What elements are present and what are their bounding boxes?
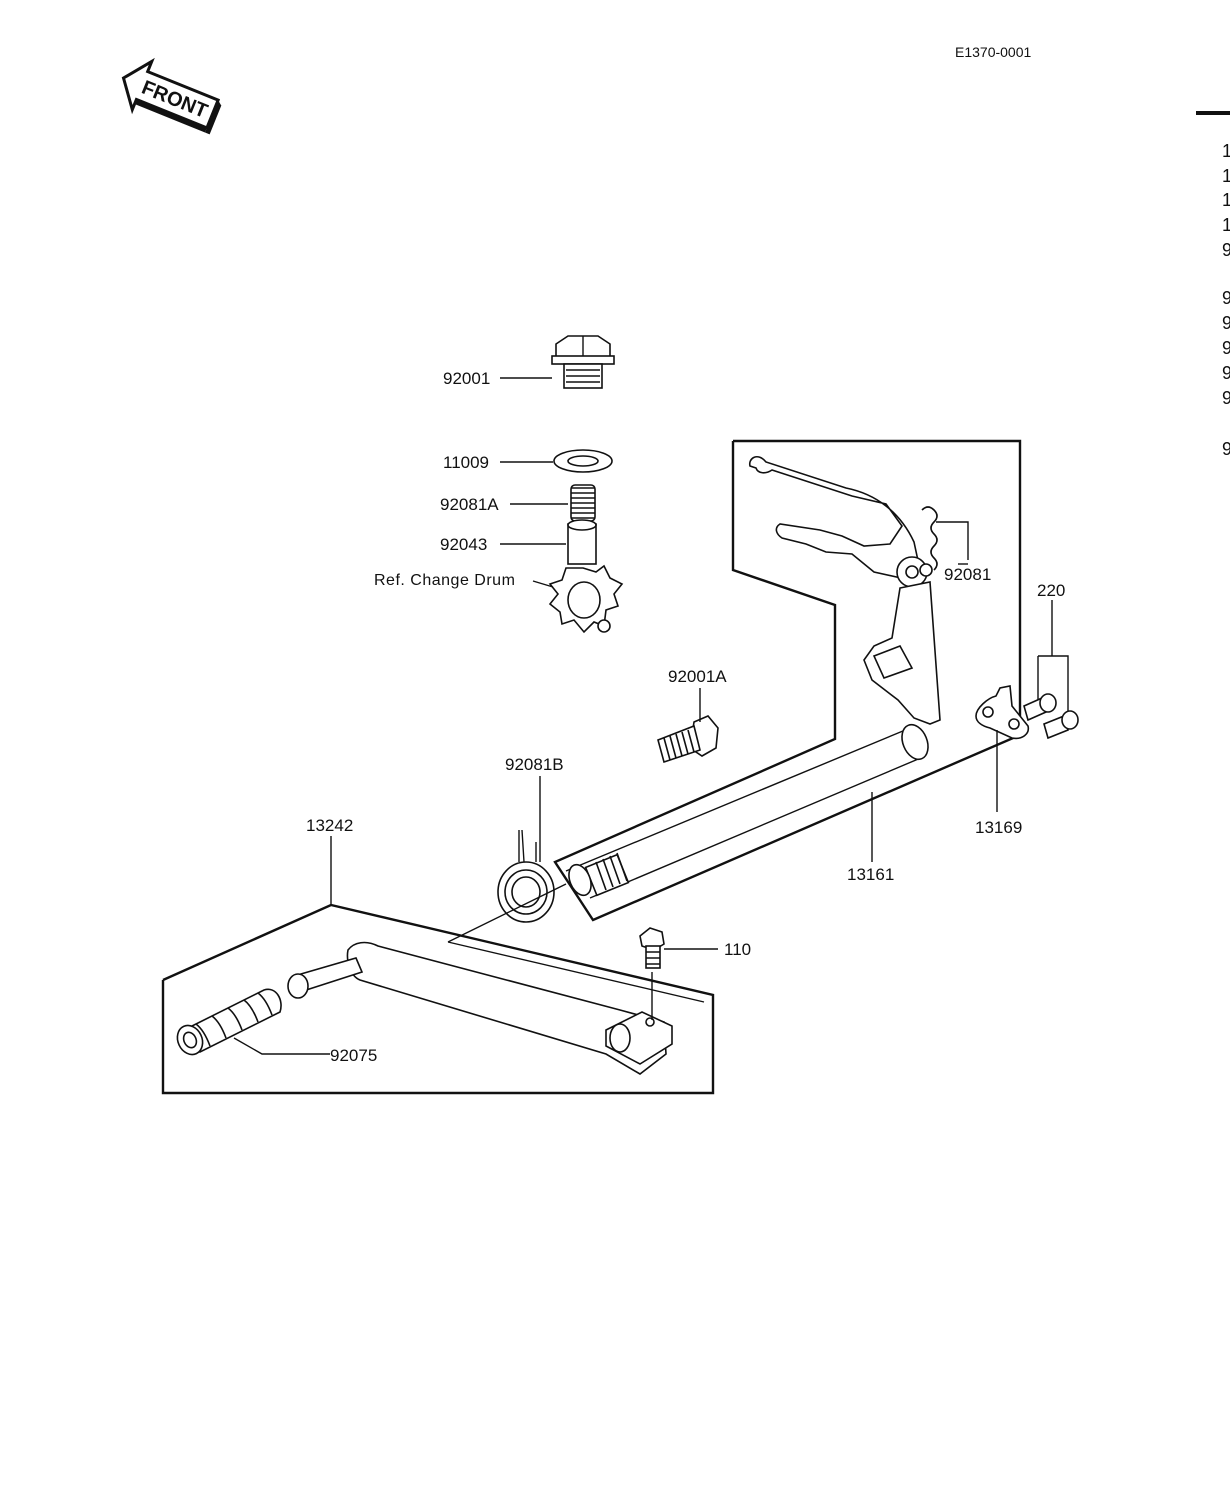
plate-13169 [975, 685, 1030, 740]
bolt-92001A [657, 715, 719, 764]
edge-fragment: 9 [1222, 288, 1230, 308]
frame-shift-pedal [161, 903, 715, 1095]
edge-fragment: 9 [1222, 240, 1230, 260]
edge-fragment: 1 [1222, 166, 1230, 186]
label-92075: 92075 [330, 1046, 377, 1065]
edge-fragment: 9 [1222, 388, 1230, 408]
label-11009: 11009 [443, 453, 489, 472]
label-92001A: 92001A [668, 667, 727, 686]
label-13242: 13242 [306, 816, 353, 835]
edge-fragment: 9 [1222, 439, 1230, 459]
label-92081A: 92081A [440, 495, 499, 514]
bolt-110 [639, 927, 665, 969]
pin-92043 [567, 519, 597, 565]
label-92081B: 92081B [505, 755, 564, 774]
spring-92081 [919, 506, 938, 577]
pedal-rubber-92075 [176, 988, 282, 1056]
shift-shaft-13161 [565, 723, 929, 899]
label-92081: 92081 [944, 565, 991, 584]
return-spring-92081B [497, 829, 555, 923]
spring-92081A [570, 484, 596, 522]
label-92001: 92001 [443, 369, 490, 388]
screw-220-a [1023, 693, 1057, 722]
label-13169: 13169 [975, 818, 1022, 837]
label-110: 110 [724, 940, 751, 959]
label-13161: 13161 [847, 865, 894, 884]
change-drum-star [548, 564, 624, 634]
washer-11009 [553, 449, 613, 473]
edge-fragment: 9 [1222, 338, 1230, 358]
diagram-code: E1370-0001 [955, 44, 1032, 60]
label-220: 220 [1037, 581, 1065, 600]
edge-fragment: 1 [1222, 215, 1230, 235]
shift-mechanism-arm [748, 455, 941, 725]
front-arrow-icon: FRONT [121, 57, 222, 135]
edge-fragment: 9 [1222, 313, 1230, 333]
plug-bolt-92001 [551, 335, 615, 389]
edge-fragment: 9 [1222, 363, 1230, 383]
edge-fragment: 1 [1222, 141, 1230, 161]
frame-shift-shaft [553, 439, 1022, 922]
label-92043: 92043 [440, 535, 487, 554]
label-ref-change-drum: Ref. Change Drum [374, 572, 515, 589]
screw-220-b [1043, 710, 1079, 740]
shift-pedal-lever [287, 941, 673, 1075]
edge-fragment: 1 [1222, 190, 1230, 210]
